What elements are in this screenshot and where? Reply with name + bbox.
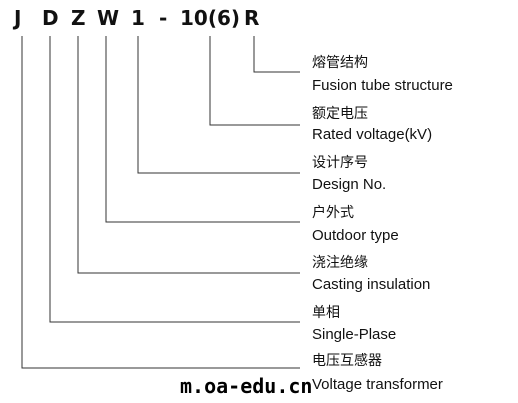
desc-en: Outdoor type: [312, 227, 399, 244]
leader-line-outdoor: [105, 36, 300, 223]
desc-zh: 户外式: [312, 205, 354, 221]
leader-line-transformer: [21, 36, 300, 369]
desc-en: Casting insulation: [312, 276, 431, 293]
leader-line-voltage: [209, 36, 300, 126]
code-digit-1: 1: [131, 6, 145, 30]
code-letter-r: R: [244, 6, 260, 30]
watermark: m.oa-edu.cn: [180, 374, 313, 398]
desc-en: Voltage transformer: [312, 376, 443, 393]
desc-en: Rated voltage(kV): [312, 126, 433, 143]
desc-zh: 单相: [312, 305, 340, 321]
code-voltage: 10(6): [180, 6, 241, 30]
desc-en: Fusion tube structure: [312, 77, 453, 94]
desc-zh: 浇注绝缘: [312, 255, 368, 271]
desc-en: Design No.: [312, 176, 387, 193]
code-dash: -: [159, 6, 168, 30]
code-letter-w: W: [97, 6, 120, 30]
desc-zh: 电压互感器: [312, 353, 382, 369]
code-letter-j: J: [14, 6, 22, 30]
leader-line-single: [49, 36, 300, 323]
leader-line-fusion: [253, 36, 300, 73]
code-letter-d: D: [42, 6, 59, 30]
code-letter-z: Z: [71, 6, 86, 30]
leader-line-casting: [77, 36, 300, 274]
desc-zh: 额定电压: [312, 106, 368, 122]
leader-line-design: [137, 36, 300, 174]
desc-en: Single-Plase: [312, 326, 397, 343]
desc-zh: 设计序号: [312, 155, 368, 171]
desc-zh: 熔管结构: [312, 55, 368, 71]
